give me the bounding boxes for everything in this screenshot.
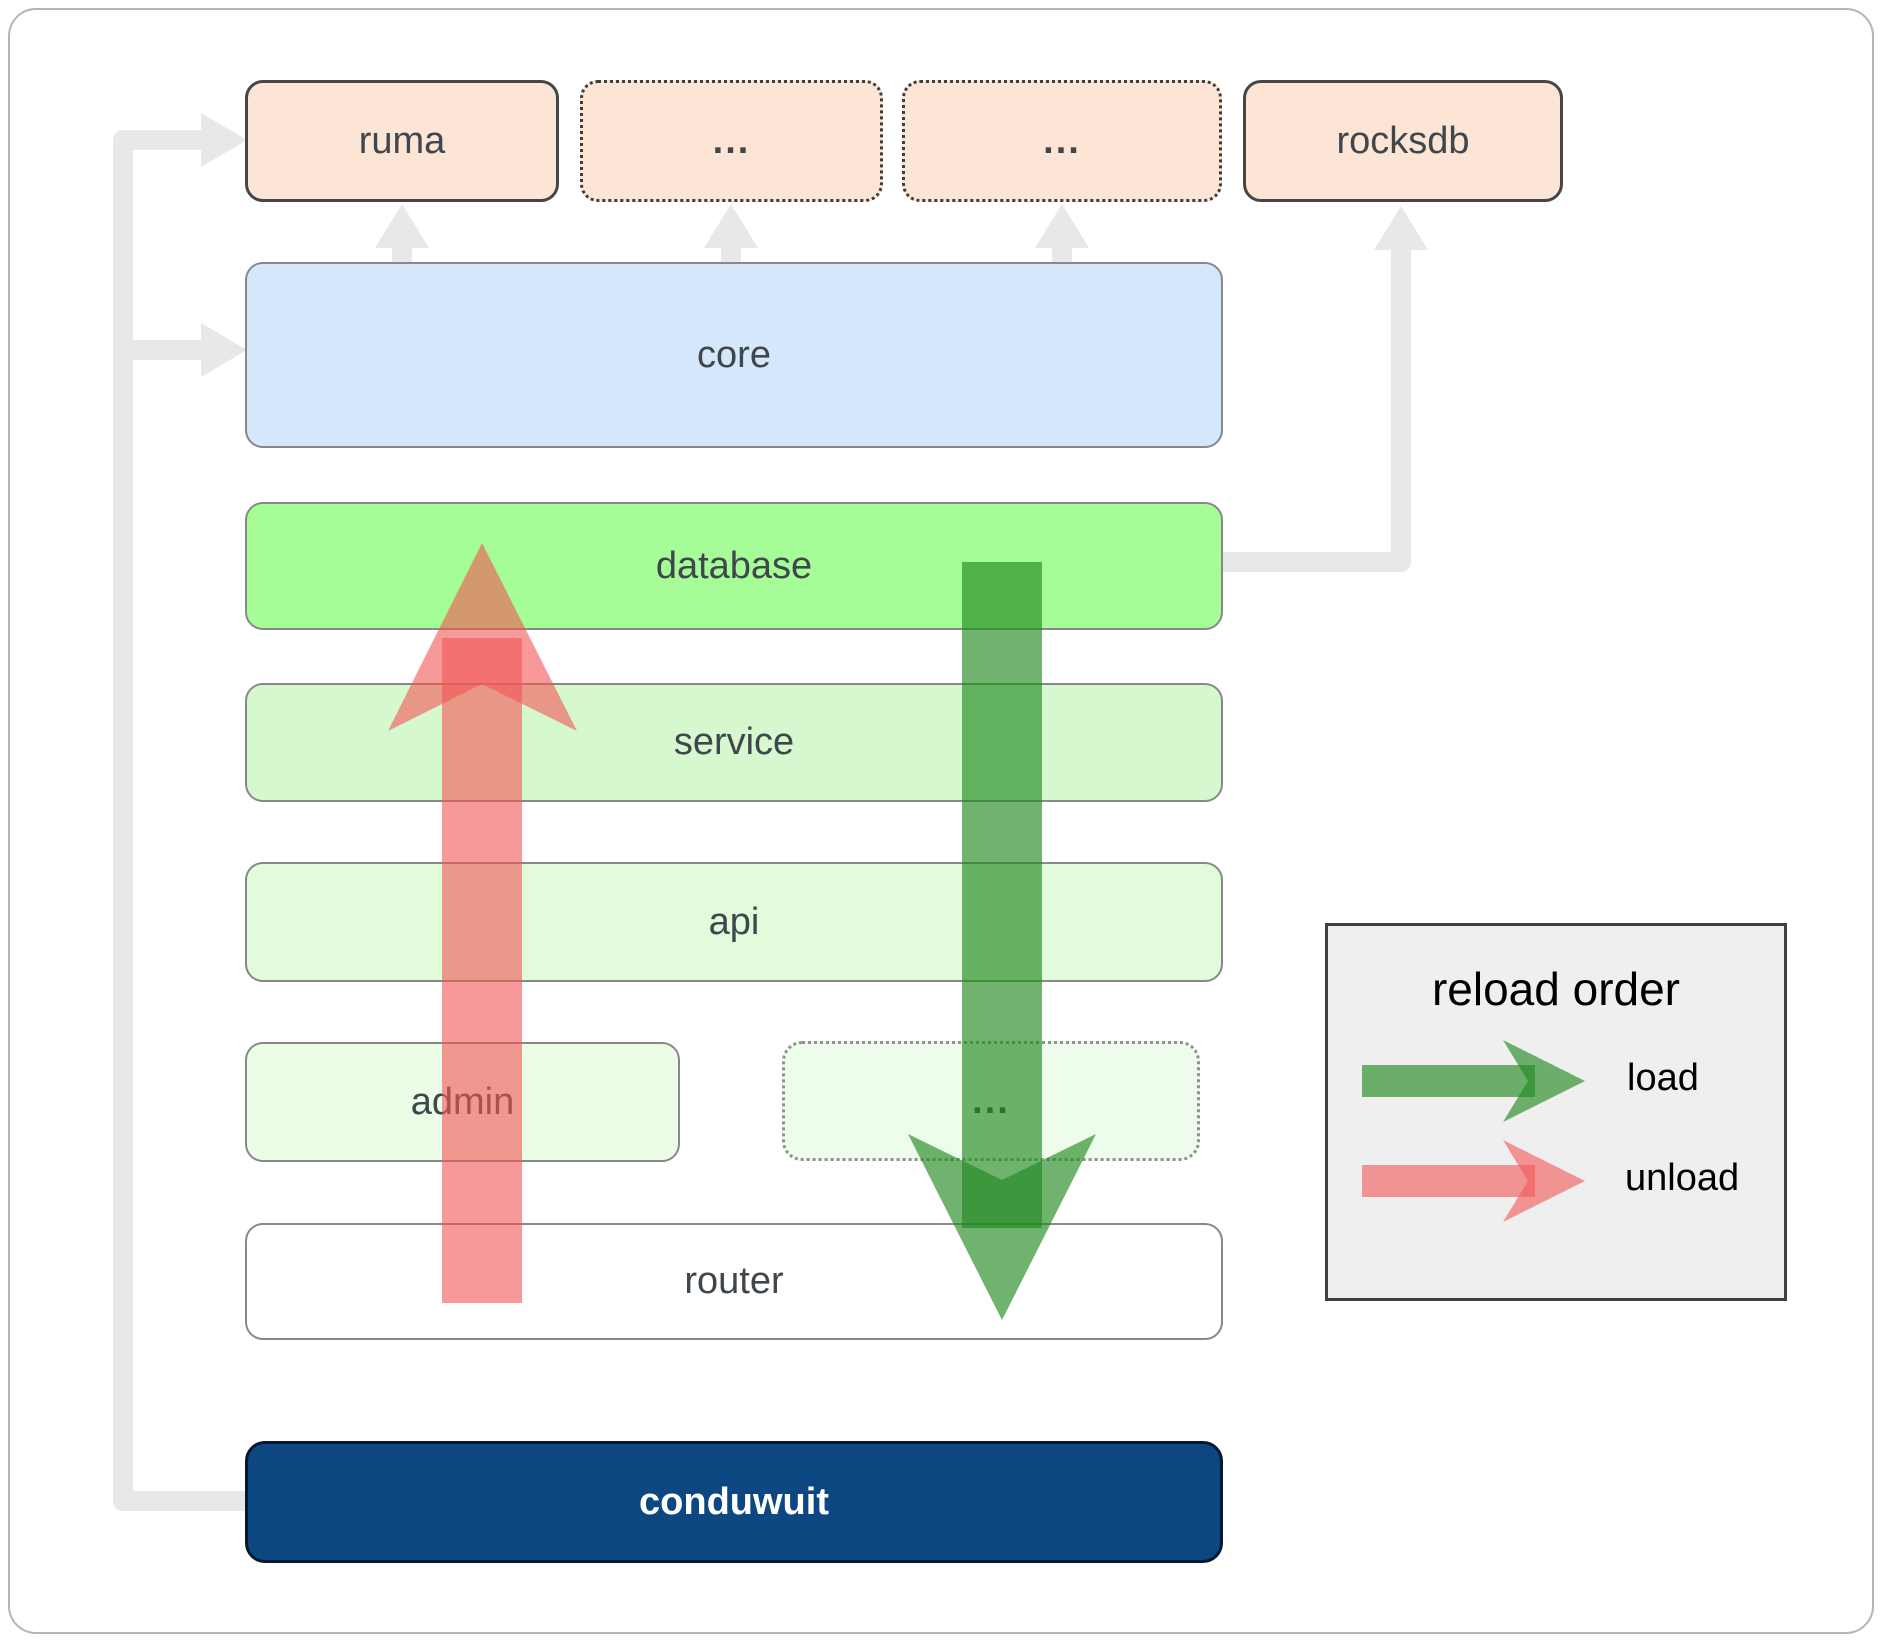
legend-load-label: load — [1627, 1057, 1699, 1099]
node-service: service — [245, 683, 1223, 802]
node-ellipsis-top-1: ... — [580, 80, 883, 202]
node-ruma-label: ruma — [358, 119, 446, 162]
node-ellipsis-admin-row-label: ... — [972, 1079, 1010, 1122]
node-api-label: api — [708, 900, 760, 943]
node-ellipsis-top-2-label: ... — [1043, 119, 1081, 162]
node-core: core — [245, 262, 1223, 448]
node-database: database — [245, 502, 1223, 630]
diagram-outer-frame — [8, 8, 1874, 1634]
node-rocksdb-label: rocksdb — [1336, 119, 1470, 162]
node-core-label: core — [697, 333, 771, 376]
node-ellipsis-top-2: ... — [902, 80, 1222, 202]
node-admin: admin — [245, 1042, 680, 1162]
node-ellipsis-admin-row: ... — [782, 1041, 1200, 1161]
node-admin-label: admin — [410, 1080, 515, 1123]
node-database-label: database — [655, 544, 813, 587]
legend-title: reload order — [1431, 963, 1681, 1015]
node-conduwuit-label: conduwuit — [639, 1480, 829, 1523]
node-router: router — [245, 1223, 1223, 1340]
node-service-label: service — [673, 721, 795, 763]
legend-unload-label: unload — [1625, 1157, 1740, 1199]
node-api: api — [245, 862, 1223, 982]
node-ellipsis-top-1-label: ... — [712, 119, 751, 162]
node-conduwuit: conduwuit — [245, 1441, 1223, 1563]
legend-reload-order: reload order — [1325, 923, 1787, 1301]
node-rocksdb: rocksdb — [1243, 80, 1563, 202]
node-ruma: ruma — [245, 80, 559, 202]
node-router-label: router — [684, 1260, 784, 1302]
